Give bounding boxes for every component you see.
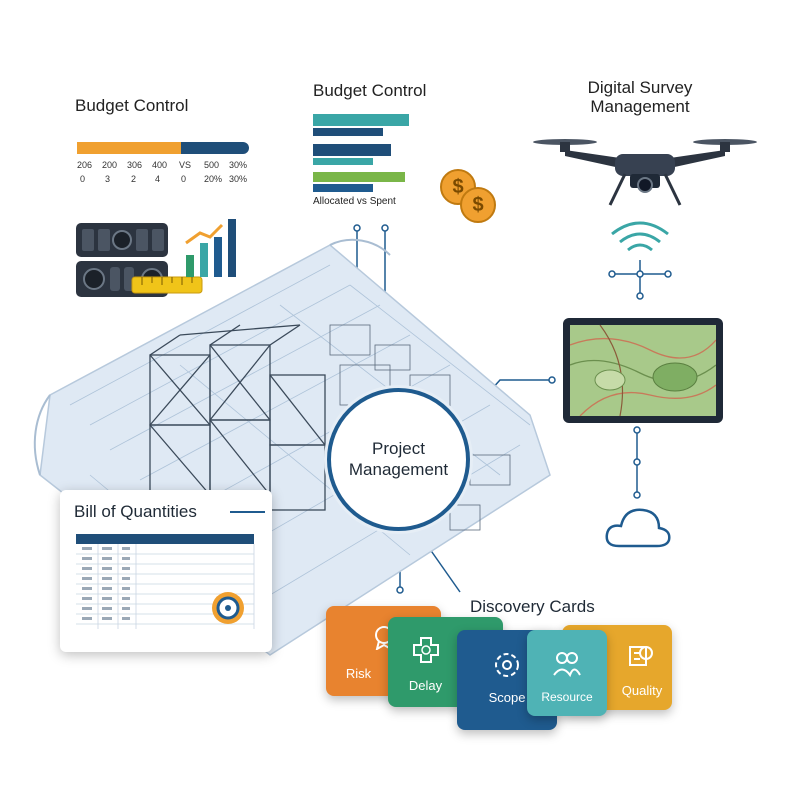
card-resource-label: Resource xyxy=(541,690,593,704)
card-quality-label: Quality xyxy=(621,683,663,698)
hub-label: Project Management xyxy=(348,439,449,479)
drone-icon xyxy=(533,139,757,206)
card-resource[interactable]: Resource xyxy=(527,630,607,716)
budget-progress-bar xyxy=(77,142,249,154)
growth-chart-icon xyxy=(185,219,236,277)
boq-table xyxy=(76,534,255,629)
quality-check-icon xyxy=(629,646,653,666)
equipment-icon xyxy=(76,223,203,297)
boq-title: Bill of Quantities xyxy=(74,502,197,521)
budget-center-title: Budget Control xyxy=(313,81,427,100)
allocated-spent-bars xyxy=(313,114,409,192)
allocated-spent-bars-2 xyxy=(313,110,418,200)
topographic-map xyxy=(570,325,716,416)
resource-people-icon xyxy=(553,652,581,678)
coin-icon: $ $ xyxy=(440,165,496,223)
discovery-title: Discovery Cards xyxy=(470,597,595,616)
allocated-caption: Allocated vs Spent xyxy=(313,196,396,207)
card-delay-label: Delay xyxy=(408,678,443,693)
card-scope-label: Scope xyxy=(488,690,526,705)
wifi-signal-icon xyxy=(608,221,672,300)
boq-title-rule xyxy=(230,511,265,513)
cloud-icon xyxy=(605,508,671,548)
delay-medical-icon xyxy=(413,637,439,663)
survey-title: Digital Survey Management xyxy=(587,78,693,116)
project-management-hub: Project Management xyxy=(327,388,470,531)
bill-of-quantities-panel: Bill of Quantities xyxy=(60,490,272,652)
survey-tablet xyxy=(563,318,723,423)
card-risk-label: Risk xyxy=(345,666,372,681)
scope-gear-icon xyxy=(495,653,519,677)
budget-left-title: Budget Control xyxy=(75,96,189,115)
